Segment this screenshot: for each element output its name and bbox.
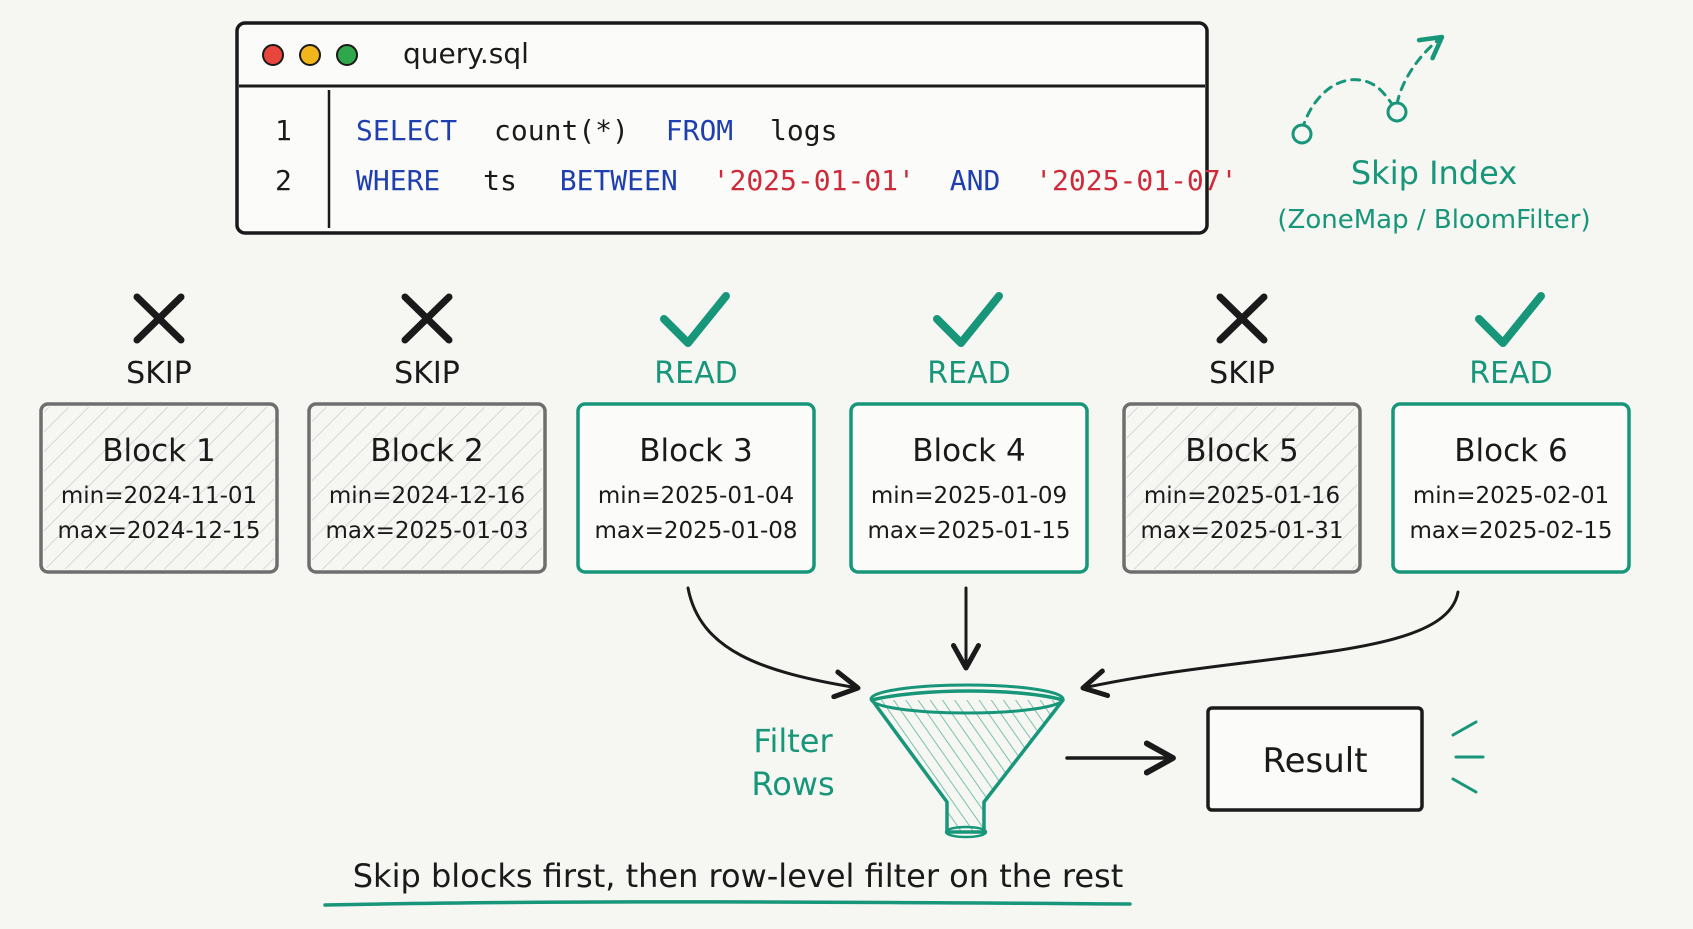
block-name: Block 2 [370, 433, 483, 469]
arrow-block3-to-filter [686, 586, 861, 700]
block-name: Block 3 [639, 433, 752, 469]
block-6: READ Block 6 min=2025-02-01 max=2025-02-15 [1391, 292, 1631, 574]
block-status-label: READ [654, 356, 737, 391]
block-status-label: SKIP [394, 356, 460, 391]
block-min-value: min=2025-01-16 [1144, 483, 1340, 509]
block-card [576, 402, 816, 574]
read-check-icon [1475, 292, 1545, 347]
sql-keyword-and: AND [950, 164, 1001, 197]
block-status-label: SKIP [126, 356, 192, 391]
block-3: READ Block 3 min=2025-01-04 max=2025-01-08 [576, 292, 816, 574]
window-minimize-dot[interactable] [299, 44, 321, 66]
block-1: SKIP Block 1 min=2024-11-01 max=2024-12-15 [39, 293, 279, 574]
block-min-value: min=2024-11-01 [61, 483, 257, 509]
funnel-icon [869, 683, 1065, 839]
block-5: SKIP Block 5 min=2025-01-16 max=2025-01-31 [1122, 293, 1362, 574]
block-card [849, 402, 1089, 574]
result-label: Result [1262, 741, 1367, 781]
filter-rows-label-line1: Filter [753, 722, 833, 760]
caption-underline [323, 900, 1132, 907]
skip-index-subtitle: (ZoneMap / BloomFilter) [1277, 205, 1590, 235]
sql-keyword-from: FROM [666, 114, 733, 147]
result-box: Result [1206, 706, 1424, 812]
sql-literal-start: '2025-01-01' [713, 164, 915, 197]
read-check-icon [660, 292, 730, 347]
block-max-value: max=2025-02-15 [1409, 518, 1612, 544]
block-name: Block 4 [912, 433, 1025, 469]
line-number-1: 1 [275, 114, 292, 147]
block-2: SKIP Block 2 min=2024-12-16 max=2025-01-03 [307, 293, 547, 574]
window-maximize-dot[interactable] [336, 44, 358, 66]
code-editor-window: query.sql 1 2 SELECT count(*) FROM logs … [235, 21, 1238, 235]
block-min-value: min=2025-01-04 [598, 483, 794, 509]
skip-cross-icon [401, 293, 453, 344]
sql-table-name: logs [770, 114, 837, 147]
block-min-value: min=2025-02-01 [1413, 483, 1609, 509]
sql-line-2: WHERE ts BETWEEN '2025-01-01' AND '2025-… [356, 164, 1238, 197]
skip-index-legend: Skip Index (ZoneMap / BloomFilter) [1277, 34, 1591, 235]
skip-cross-icon [133, 293, 185, 344]
block-max-value: max=2024-12-15 [57, 518, 260, 544]
block-4: READ Block 4 min=2025-01-09 max=2025-01-15 [849, 292, 1089, 574]
window-close-dot[interactable] [262, 44, 284, 66]
skip-cross-icon [1216, 293, 1268, 344]
sql-line-1: SELECT count(*) FROM logs [356, 114, 837, 147]
block-status-label: READ [927, 356, 1010, 391]
editor-file-title: query.sql [403, 37, 529, 70]
block-name: Block 5 [1185, 433, 1298, 469]
sql-literal-end: '2025-01-07' [1035, 164, 1237, 197]
result-sparkle-icon [1451, 720, 1485, 794]
sql-column: ts [483, 164, 517, 197]
diagram-caption: Skip blocks first, then row-level filter… [353, 857, 1124, 895]
block-min-value: min=2024-12-16 [329, 483, 525, 509]
block-name: Block 6 [1454, 433, 1567, 469]
block-min-value: min=2025-01-09 [871, 483, 1067, 509]
hop-arrow-icon [1291, 34, 1445, 145]
block-card [1391, 402, 1631, 574]
block-card [39, 402, 279, 574]
line-number-2: 2 [275, 164, 292, 197]
skip-index-title: Skip Index [1351, 154, 1517, 192]
sql-keyword-where: WHERE [356, 164, 440, 197]
block-card [307, 402, 547, 574]
block-max-value: max=2025-01-03 [325, 518, 528, 544]
read-check-icon [933, 292, 1003, 347]
sql-function: count(*) [494, 114, 629, 147]
block-card [1122, 402, 1362, 574]
arrow-block6-to-filter [1080, 590, 1460, 699]
block-max-value: max=2025-01-31 [1140, 518, 1343, 544]
flow-arrows [686, 586, 1460, 700]
block-status-label: READ [1469, 356, 1552, 391]
block-max-value: max=2025-01-15 [867, 518, 1070, 544]
block-max-value: max=2025-01-08 [594, 518, 797, 544]
sql-keyword-select: SELECT [356, 114, 457, 147]
block-status-label: SKIP [1209, 356, 1275, 391]
filter-rows-label-line2: Rows [751, 765, 834, 803]
sql-keyword-between: BETWEEN [560, 164, 678, 197]
block-name: Block 1 [102, 433, 215, 469]
